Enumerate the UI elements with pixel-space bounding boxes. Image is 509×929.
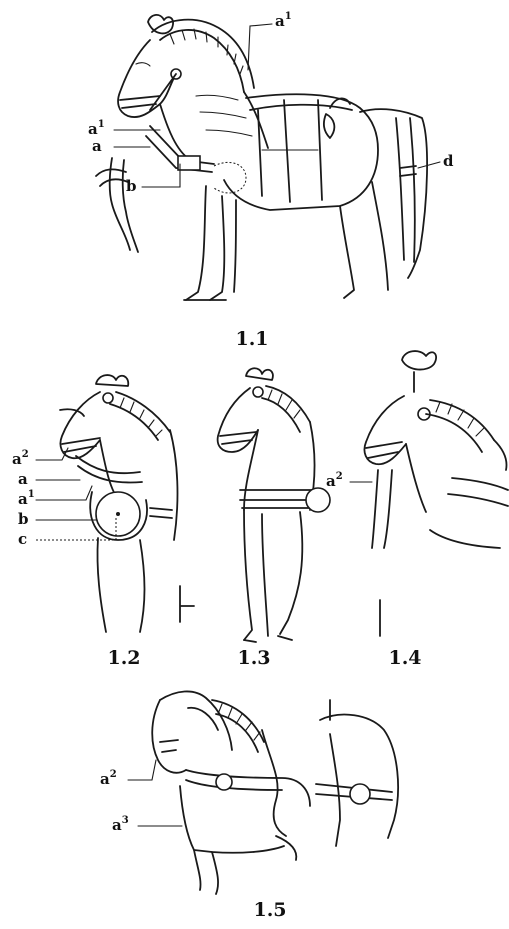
label-1-5-a3: a3 <box>112 815 129 834</box>
label-1-1-b: b <box>126 177 137 195</box>
caption-1-4: 1.4 <box>388 647 421 669</box>
label-1-5-a2: a2 <box>100 769 117 788</box>
figure-1-3: 1.3 <box>218 368 330 669</box>
label-1-1-d: d <box>443 152 454 170</box>
figure-1-4: a2 1.4 <box>326 351 508 669</box>
caption-1-2: 1.2 <box>107 647 140 669</box>
figure-1-5: a2 a3 1.5 <box>100 691 398 921</box>
leader-lines-1-5 <box>128 760 182 826</box>
horse-1-4-drawing <box>364 351 508 636</box>
caption-1-1: 1.1 <box>235 328 268 350</box>
horse-1-5-drawing <box>152 691 398 894</box>
horse-1-3-drawing <box>218 368 330 642</box>
caption-1-3: 1.3 <box>237 647 270 669</box>
figure-1-1: a1 a1 a b d 1.1 <box>88 11 454 350</box>
label-1-2-b: b <box>18 510 29 528</box>
figure-1-2: a2 a a1 b c 1.2 <box>12 375 194 669</box>
label-1-1-a: a <box>92 137 102 155</box>
horse-1-1-drawing <box>96 15 427 300</box>
label-1-2-a: a <box>18 470 28 488</box>
caption-1-5: 1.5 <box>253 899 286 921</box>
label-1-2-c: c <box>18 530 27 548</box>
horse-1-2-drawing <box>60 375 194 632</box>
label-1-1-a1-top: a1 <box>275 11 292 30</box>
label-1-4-a2: a2 <box>326 471 343 490</box>
label-1-1-a1: a1 <box>88 119 105 138</box>
label-1-2-a1: a1 <box>18 489 35 508</box>
label-1-2-a2: a2 <box>12 449 29 468</box>
